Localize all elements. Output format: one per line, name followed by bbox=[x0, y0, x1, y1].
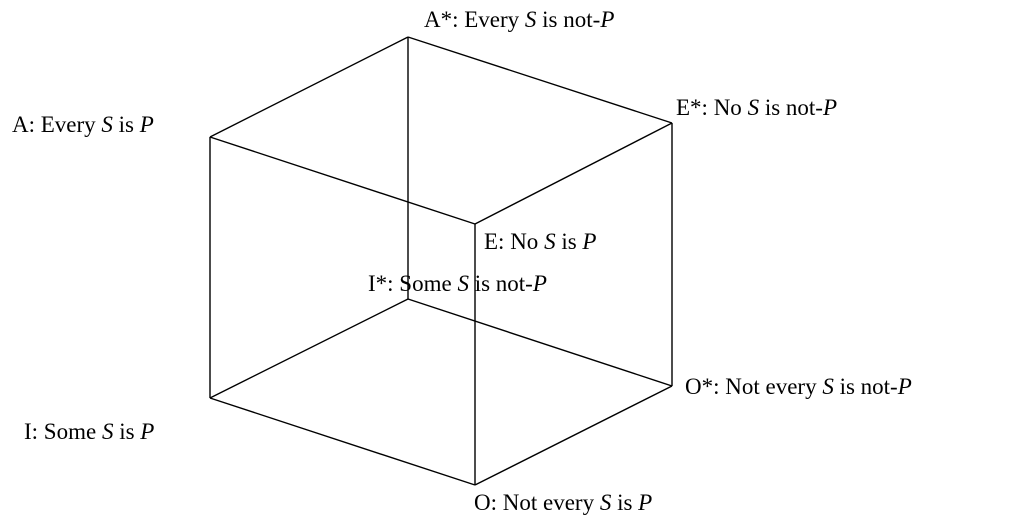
edge-e-a bbox=[209, 136, 476, 225]
edge-i-i-star bbox=[209, 298, 409, 399]
edge-a-a-star bbox=[209, 36, 409, 138]
vertex-label-e-star: E*: No S is not-P bbox=[676, 95, 838, 120]
edge-o-i bbox=[209, 397, 476, 486]
vertex-label-o-star: O*: Not every S is not-P bbox=[685, 374, 912, 399]
edge-o-star-o bbox=[474, 385, 673, 486]
vertex-label-o: O: Not every S is P bbox=[474, 490, 653, 515]
edge-e-star-e bbox=[474, 122, 673, 225]
edge-i-star-o-star bbox=[407, 298, 673, 387]
vertex-label-a-star: A*: Every S is not-P bbox=[424, 7, 615, 32]
vertex-label-i: I: Some S is P bbox=[24, 419, 155, 444]
cube-edges bbox=[209, 36, 673, 486]
vertex-label-e: E: No S is P bbox=[484, 229, 597, 254]
vertex-label-a: A: Every S is P bbox=[12, 112, 154, 137]
vertex-label-i-star: I*: Some S is not-P bbox=[368, 271, 547, 296]
edge-a-star-e-star bbox=[407, 36, 673, 124]
